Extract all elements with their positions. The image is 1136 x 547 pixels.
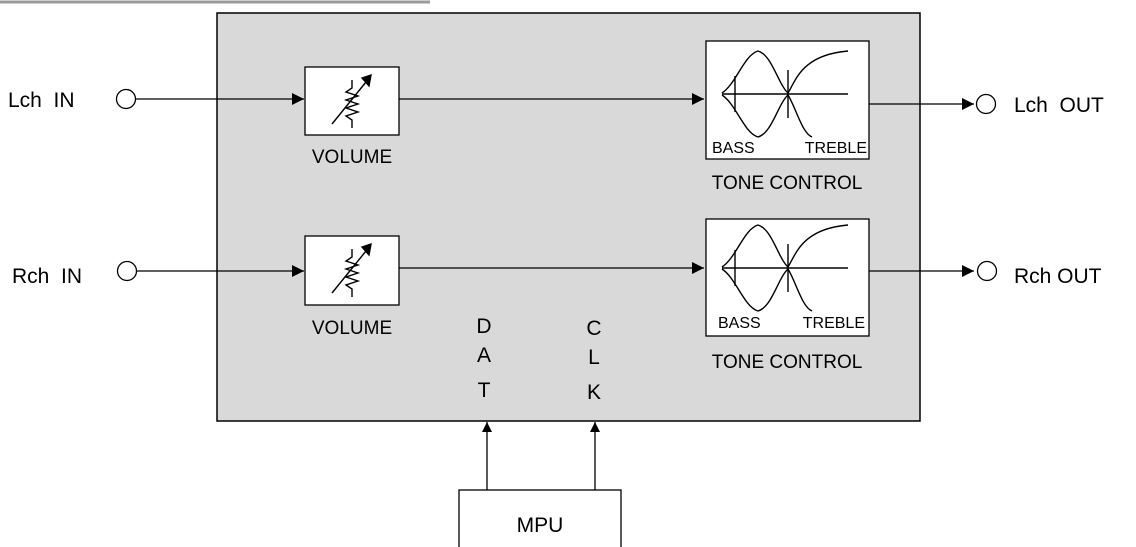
rch-volume-label: VOLUME [312,318,392,339]
lch-tone-control-label: TONE CONTROL [712,173,863,194]
mpu-label: MPU [517,514,564,537]
rch-treble-label: TREBLE [803,315,865,332]
lch-treble-label: TREBLE [805,140,867,157]
dat-label: D A T [476,315,491,402]
clk-letter-k: K [587,381,601,404]
lch-output-label: Lch OUT [1014,94,1104,117]
variable-resistor-icon [331,242,372,297]
clk-letter-c: C [586,317,601,340]
dat-letter-t: T [478,379,491,402]
dat-letter-d: D [476,315,491,338]
rch-output-terminal [976,260,998,282]
clk-letter-l: L [588,346,600,369]
lch-volume-label: VOLUME [312,147,392,168]
lch-input-terminal [115,88,137,110]
variable-resistor-icon [331,73,372,128]
mpu-block: MPU [458,489,622,547]
rch-input-label: Rch IN [12,265,82,288]
eq-curve-icon [721,224,849,312]
dat-letter-a: A [477,344,491,367]
lch-tone-control-block: BASS TREBLE [705,40,870,160]
rch-tone-control-label: TONE CONTROL [712,352,863,373]
lch-input-label: Lch IN [8,89,75,112]
lch-output-terminal [975,93,997,115]
lch-bass-label: BASS [712,140,755,157]
rch-input-terminal [116,260,138,282]
rch-tone-control-block: BASS TREBLE [705,218,870,337]
rch-volume-block [304,235,400,306]
lch-volume-block [304,66,400,136]
eq-curve-icon [721,50,849,138]
rch-output-label: Rch OUT [1014,265,1102,288]
clk-label: C L K [586,317,601,404]
rch-bass-label: BASS [718,315,761,332]
